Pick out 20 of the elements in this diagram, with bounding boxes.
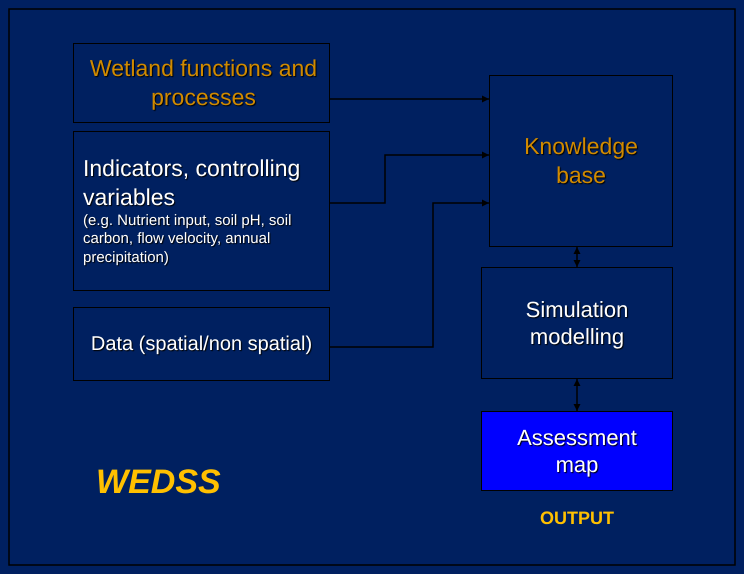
arrow [330,200,489,348]
arrow [330,96,489,102]
process-box [73,131,330,291]
process-box [73,307,330,381]
process-box [481,267,673,379]
arrow [574,247,580,267]
box-title: Simulation modelling [524,296,630,350]
box-title: Indicators, controlling variables [83,154,302,212]
arrow [330,152,489,204]
output-box [481,411,673,491]
process-box [489,75,673,247]
process-box [73,43,330,123]
box-title: Assessment map [516,424,638,478]
arrow [574,379,580,411]
box-note: (e.g. Nutrient input, soil pH, soil carbon, flow velocity, annual precipitation) [83,212,292,268]
box-title: Knowledge base [523,132,639,190]
box-title: Wetland functions and processes [88,54,318,112]
output-caption: OUTPUT [539,508,615,529]
diagram-name: WEDSS [96,463,221,502]
box-title: Data (spatial/non spatial) [90,332,314,356]
